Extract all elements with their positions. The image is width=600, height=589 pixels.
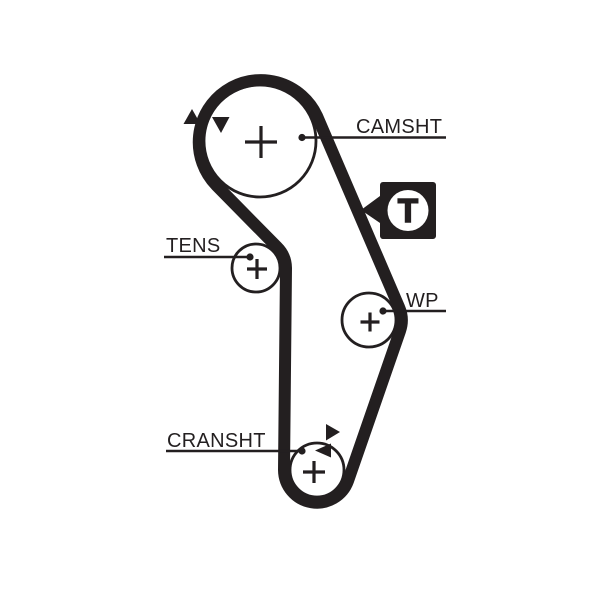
tension-badge: T xyxy=(361,182,436,239)
crankshaft-leader-dot xyxy=(298,447,306,455)
tensioner-center-cross-icon xyxy=(247,259,267,279)
water-pump-center-cross-icon xyxy=(360,312,380,332)
tensioner-callout: TENS xyxy=(164,235,254,261)
crankshaft-label: CRANSHT xyxy=(167,430,266,452)
tensioner-leader-dot xyxy=(246,253,254,261)
triangle-down-icon xyxy=(212,117,230,133)
camshaft-label: CAMSHT xyxy=(356,116,442,138)
triangle-left-icon xyxy=(315,443,331,458)
tensioner-label: TENS xyxy=(166,235,221,257)
triangle-up-icon xyxy=(183,109,201,124)
water-pump-leader-dot xyxy=(379,307,387,315)
badge-arrow-left-icon xyxy=(361,196,380,223)
water-pump-label: WP xyxy=(406,290,439,312)
crankshaft-callout: CRANSHT xyxy=(166,430,306,455)
triangle-right-icon xyxy=(326,424,340,441)
tension-badge-circle xyxy=(387,190,429,231)
camshaft-center-cross-icon xyxy=(245,126,277,158)
crankshaft-center-cross-icon xyxy=(303,461,325,483)
tension-badge-letter: T xyxy=(398,192,418,229)
water-pump-callout: WP xyxy=(379,290,446,315)
timing-belt xyxy=(192,74,408,509)
camshaft-leader-dot xyxy=(298,133,306,142)
camshaft-callout: CAMSHT xyxy=(298,116,446,142)
